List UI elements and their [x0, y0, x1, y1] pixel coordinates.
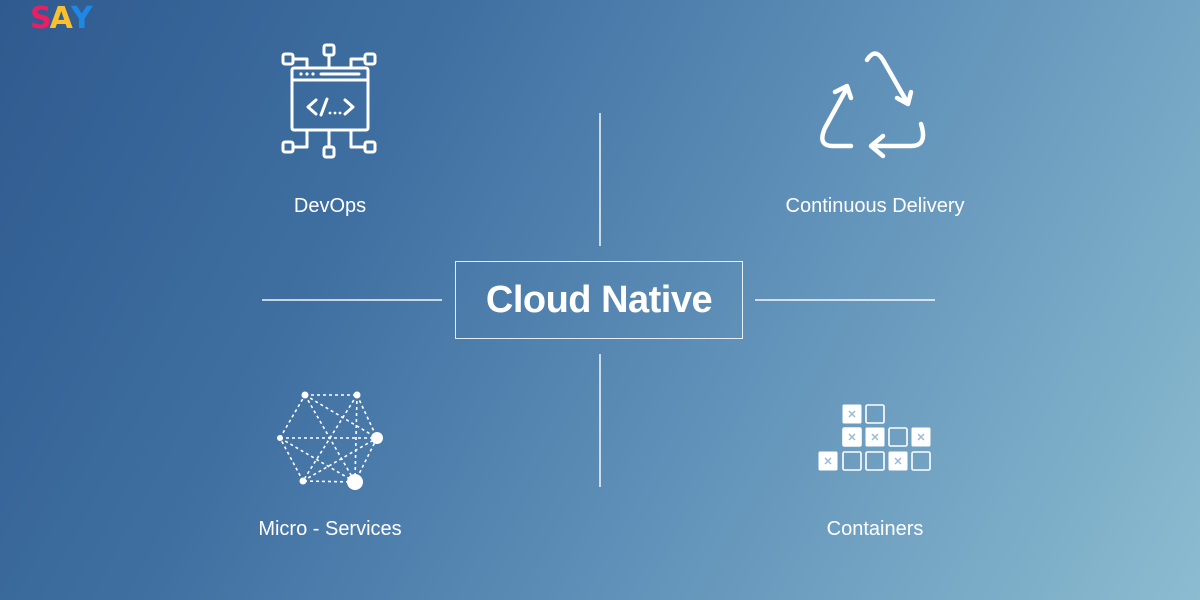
connector-right [755, 299, 935, 301]
node-label-devops: DevOps [293, 195, 367, 217]
connector-bottom [599, 354, 601, 487]
connector-top [599, 113, 601, 246]
logo: SAY [30, 1, 93, 36]
node-label-micro-services: Micro - Services [258, 518, 402, 540]
logo-letter-y: Y [70, 1, 93, 36]
center-title-box: Cloud Native [455, 261, 743, 339]
node-label-containers: Containers [826, 518, 924, 540]
center-title: Cloud Native [485, 278, 713, 321]
node-label-continuous-delivery: Continuous Delivery [785, 195, 965, 217]
logo-letter-a: A [49, 1, 73, 36]
recycle-icon [820, 51, 926, 159]
code-chip-icon [281, 43, 377, 159]
network-mesh-icon [277, 391, 383, 490]
container-grid-icon [817, 403, 932, 472]
logo-letter-s: S [30, 1, 52, 36]
connector-left [262, 299, 442, 301]
